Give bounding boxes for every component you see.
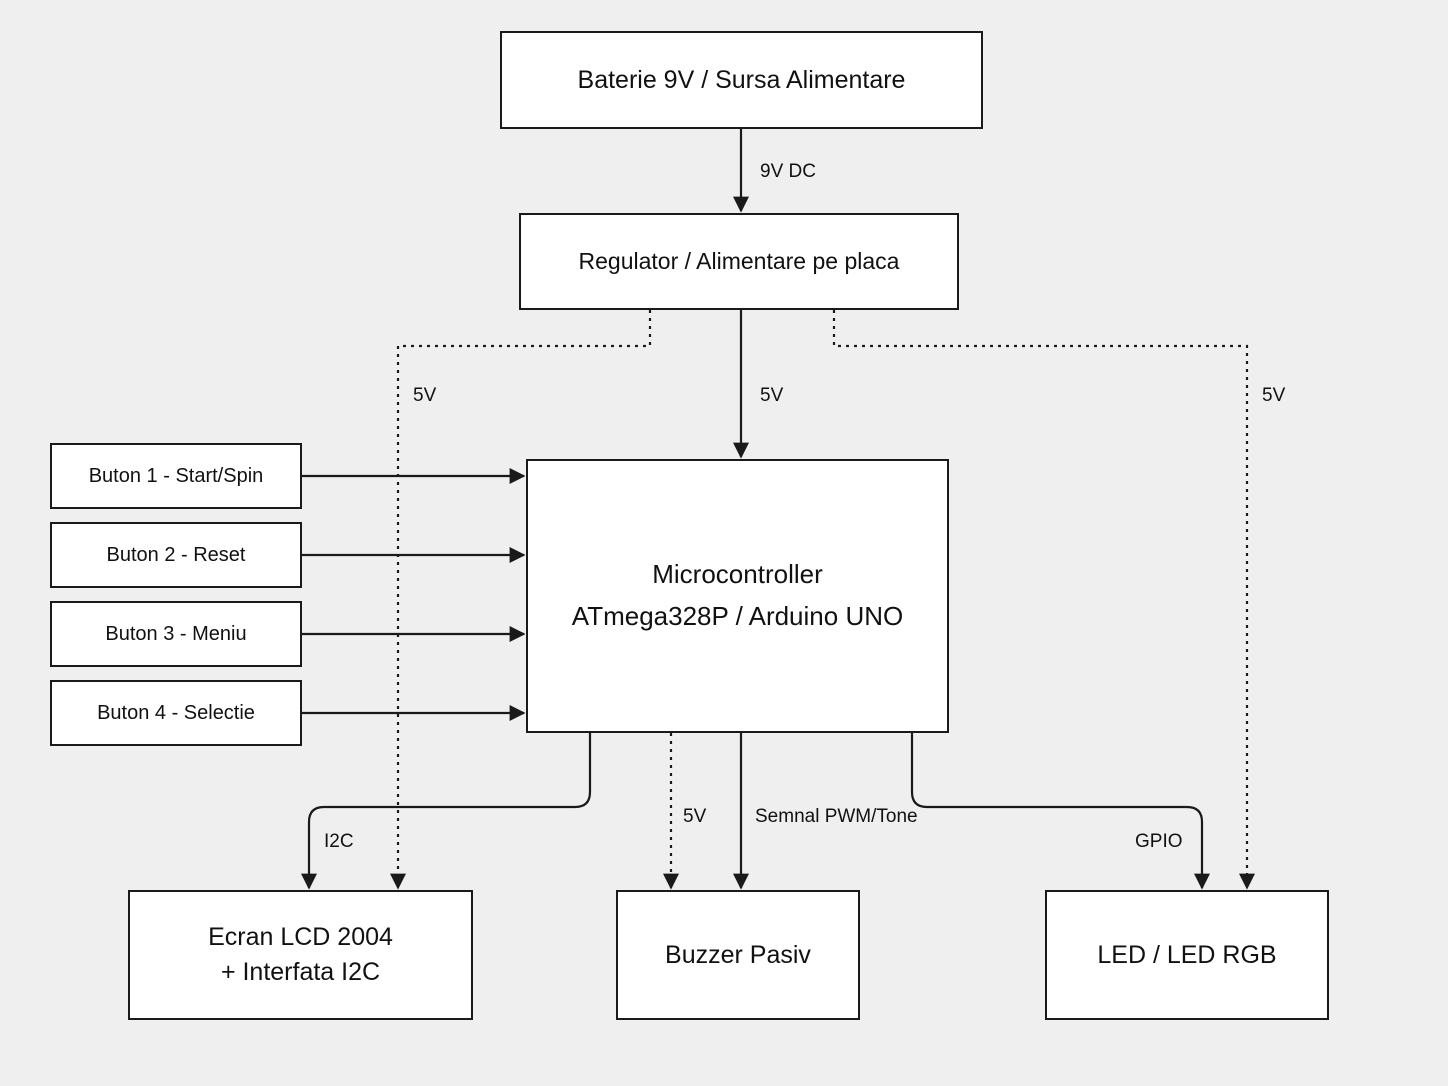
label-5v-buzzer: 5V	[683, 806, 707, 827]
label-i2c: I2C	[324, 831, 354, 852]
edge-mcu-led	[910, 733, 1210, 890]
battery-label: Baterie 9V / Sursa Alimentare	[577, 65, 906, 94]
edge-mcu-lcd	[301, 733, 592, 890]
button-3-label: Buton 3 - Meniu	[105, 623, 247, 645]
label-9v-dc: 9V DC	[760, 161, 816, 182]
buzzer-node: Buzzer Pasiv	[616, 890, 860, 1020]
label-5v-lcd: 5V	[413, 385, 437, 406]
edge-regulator-led	[832, 310, 1255, 890]
edge-regulator-lcd	[390, 310, 652, 890]
led-label: LED / LED RGB	[1097, 940, 1277, 969]
label-gpio: GPIO	[1135, 831, 1183, 852]
battery-node: Baterie 9V / Sursa Alimentare	[500, 31, 983, 129]
led-node: LED / LED RGB	[1045, 890, 1329, 1020]
microcontroller-node: Microcontroller ATmega328P / Arduino UNO	[526, 459, 949, 733]
label-5v-mcu: 5V	[760, 385, 784, 406]
lcd-node: Ecran LCD 2004 + Interfata I2C	[128, 890, 473, 1020]
button-4-node: Buton 4 - Selectie	[50, 680, 302, 746]
button-1-node: Buton 1 - Start/Spin	[50, 443, 302, 509]
button-2-node: Buton 2 - Reset	[50, 522, 302, 588]
button-2-label: Buton 2 - Reset	[106, 544, 246, 566]
microcontroller-subtitle: ATmega328P / Arduino UNO	[571, 601, 904, 631]
regulator-label: Regulator / Alimentare pe placa	[578, 248, 900, 275]
microcontroller-title: Microcontroller	[652, 559, 823, 590]
button-4-label: Buton 4 - Selectie	[97, 702, 255, 724]
lcd-title: Ecran LCD 2004	[208, 923, 393, 951]
lcd-subtitle: + Interfata I2C	[220, 958, 381, 986]
button-3-node: Buton 3 - Meniu	[50, 601, 302, 667]
buzzer-label: Buzzer Pasiv	[665, 940, 811, 969]
regulator-node: Regulator / Alimentare pe placa	[519, 213, 959, 310]
button-1-label: Buton 1 - Start/Spin	[88, 465, 264, 487]
label-5v-led: 5V	[1262, 385, 1286, 406]
label-pwm-tone: Semnal PWM/Tone	[755, 806, 918, 827]
